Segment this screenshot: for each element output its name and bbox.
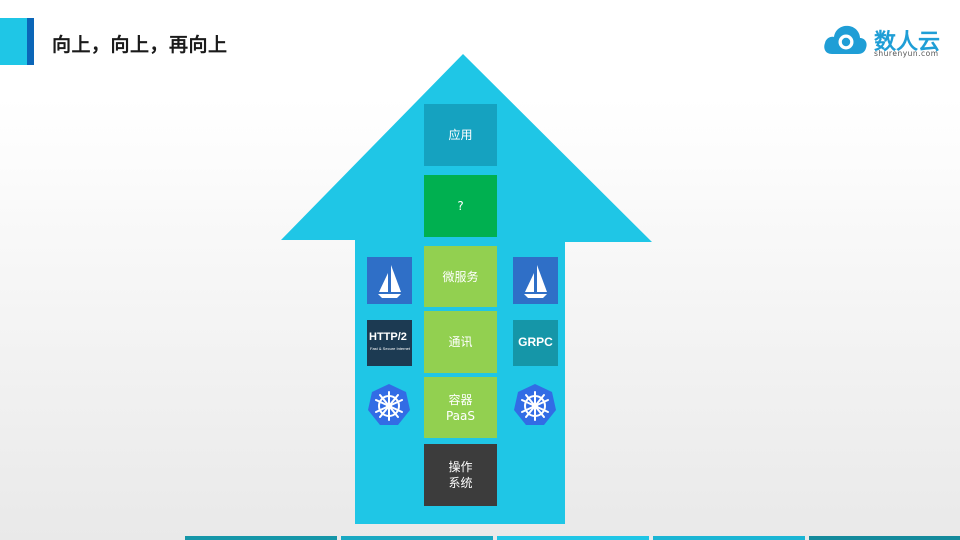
layer-app-label: 应用 [448,128,473,142]
layer-microservice: 微服务 [424,246,497,307]
http2-icon-subtext: Fast & Secure Internet [370,346,411,351]
footer-bar [185,536,337,540]
footer-bar [497,536,649,540]
layer-unknown: ? [424,175,497,237]
layer-container: 容器 PaaS [424,377,497,438]
grpc-icon: GRPC [513,320,558,366]
layer-app: 应用 [424,104,497,166]
layer-container-label-2: PaaS [445,408,476,423]
layer-communication: 通讯 [424,311,497,373]
http2-icon: HTTP/2 Fast & Secure Internet [367,320,412,366]
layer-os-label-2: 系统 [448,476,473,490]
footer-bar [341,536,493,540]
logo-name: 数人云 [874,30,941,55]
kubernetes-helm-icon [513,381,558,429]
footer-bar [653,536,805,540]
http2-icon-text: HTTP/2 [369,331,407,343]
footer-bar [809,536,960,540]
layer-communication-label: 通讯 [448,335,473,349]
layer-microservice-label: 微服务 [442,269,479,284]
istio-sail-icon [513,257,558,304]
grpc-icon-text: GRPC [518,335,553,349]
title-accent-bar-dark [27,18,34,65]
page-title: 向上，向上，再向上 [52,34,228,56]
layer-os-label-1: 操作 [448,460,473,474]
istio-sail-icon [367,257,412,304]
logo-url: shurenyun.com [874,49,939,58]
cloud-logo-icon [824,25,867,54]
layer-os: 操作 系统 [424,444,497,506]
kubernetes-helm-icon [367,381,412,429]
layer-container-label-1: 容器 [448,392,473,407]
title-accent-bar [0,18,27,65]
layer-unknown-label: ? [457,199,464,213]
logo: 数人云 shurenyun.com [822,20,942,60]
